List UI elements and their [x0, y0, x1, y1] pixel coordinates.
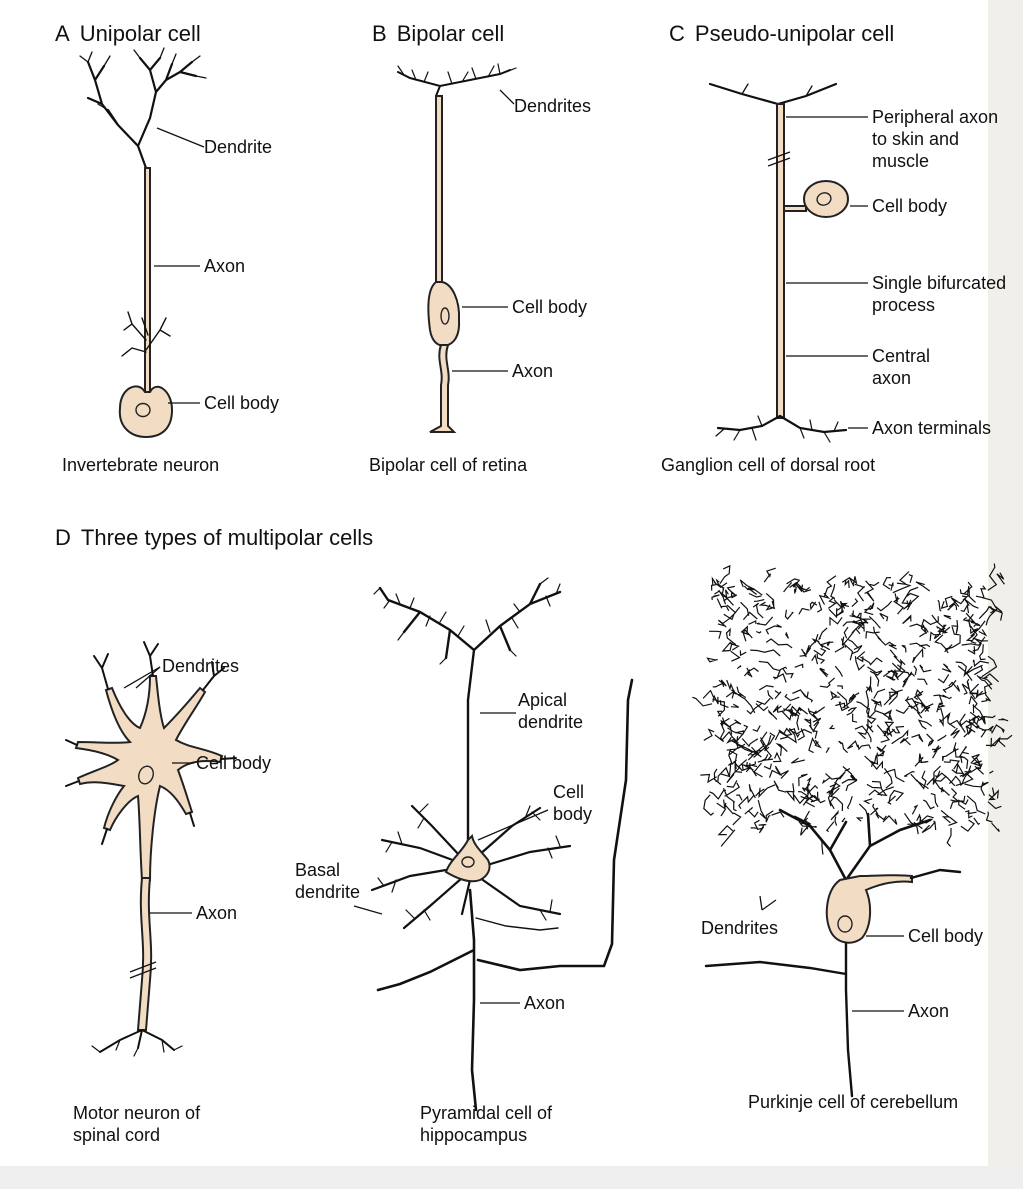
purk-label-cell-body: Cell body: [908, 926, 983, 946]
label-peripheral-axon: Peripheral axon to skin and muscle: [872, 107, 1003, 171]
unipolar-neuron-drawing: [79, 47, 207, 439]
pyramidal-cell-body: [444, 833, 491, 883]
leader-dendrite: [156, 127, 205, 148]
purk-leader-dendrites-b: [759, 895, 763, 911]
pyr-label-basal: Basal dendrite: [295, 860, 360, 902]
motor-neuron: [65, 641, 237, 1057]
motor-leader-dendrites-b: [123, 666, 161, 689]
purk-leader-dendrites-a: [761, 899, 777, 911]
pyr-leader-basal: [353, 905, 383, 915]
label-cell-body: Cell body: [872, 196, 947, 216]
label-axon-terminals: Axon terminals: [872, 418, 991, 438]
leader-dendrites: [499, 89, 515, 105]
pyramidal-caption: Pyramidal cell of hippocampus: [420, 1103, 557, 1145]
label-dendrites: Dendrites: [514, 96, 591, 116]
purk-label-axon: Axon: [908, 1001, 949, 1021]
panel-b-caption: Bipolar cell of retina: [369, 455, 528, 475]
break-mark: [767, 151, 791, 167]
panel-a-caption: Invertebrate neuron: [62, 455, 219, 475]
unipolar-cell-body: [118, 385, 174, 439]
label-axon: Axon: [512, 361, 553, 381]
purkinje-caption: Purkinje cell of cerebellum: [748, 1092, 958, 1112]
pyr-leader-cell-body: [477, 809, 549, 841]
unipolar-nucleus: [135, 402, 151, 418]
pyr-label-cell-body: Cell body: [553, 782, 592, 824]
label-central-axon: Central axon: [872, 346, 935, 388]
label-single-bifurcated: Single bifurcated process: [872, 273, 1011, 315]
motor-break-mark: [129, 961, 157, 979]
purkinje-neuron: [692, 563, 1013, 1098]
pyr-label-apical: Apical dendrite: [518, 690, 583, 732]
bipolar-nucleus: [440, 307, 450, 325]
motor-cell-body: [74, 675, 224, 881]
bipolar-cell-body: [427, 281, 461, 348]
purkinje-dendritic-tree: [692, 563, 1013, 855]
motor-label-axon: Axon: [196, 903, 237, 923]
panel-c-caption: Ganglion cell of dorsal root: [661, 455, 875, 475]
adjacent-page-edge: [988, 0, 1023, 1166]
pyr-label-axon: Axon: [524, 993, 565, 1013]
motor-label-cell-body: Cell body: [196, 753, 271, 773]
motor-caption: Motor neuron of spinal cord: [73, 1103, 205, 1145]
label-cell-body: Cell body: [512, 297, 587, 317]
label-dendrite: Dendrite: [204, 137, 272, 157]
motor-label-dendrites: Dendrites: [162, 656, 239, 676]
label-cell-body: Cell body: [204, 393, 279, 413]
pseudo-unipolar-cell-body: [803, 180, 849, 218]
label-axon: Axon: [204, 256, 245, 276]
pseudo-unipolar-neuron-drawing: [708, 82, 849, 443]
purkinje-cell-body: [825, 874, 913, 944]
bottom-strip: [0, 1166, 1023, 1189]
purk-label-dendrites: Dendrites: [701, 918, 778, 938]
pseudo-unipolar-nucleus: [816, 192, 832, 206]
pyramidal-neuron: [370, 577, 634, 1112]
pyramidal-nucleus: [461, 856, 475, 868]
purkinje-nucleus: [837, 915, 853, 933]
bipolar-neuron-drawing: [397, 63, 517, 433]
purkinje-dendrite-branches: [692, 563, 1013, 855]
motor-nucleus: [138, 765, 154, 785]
motor-leader-dendrites-a: [135, 666, 161, 689]
